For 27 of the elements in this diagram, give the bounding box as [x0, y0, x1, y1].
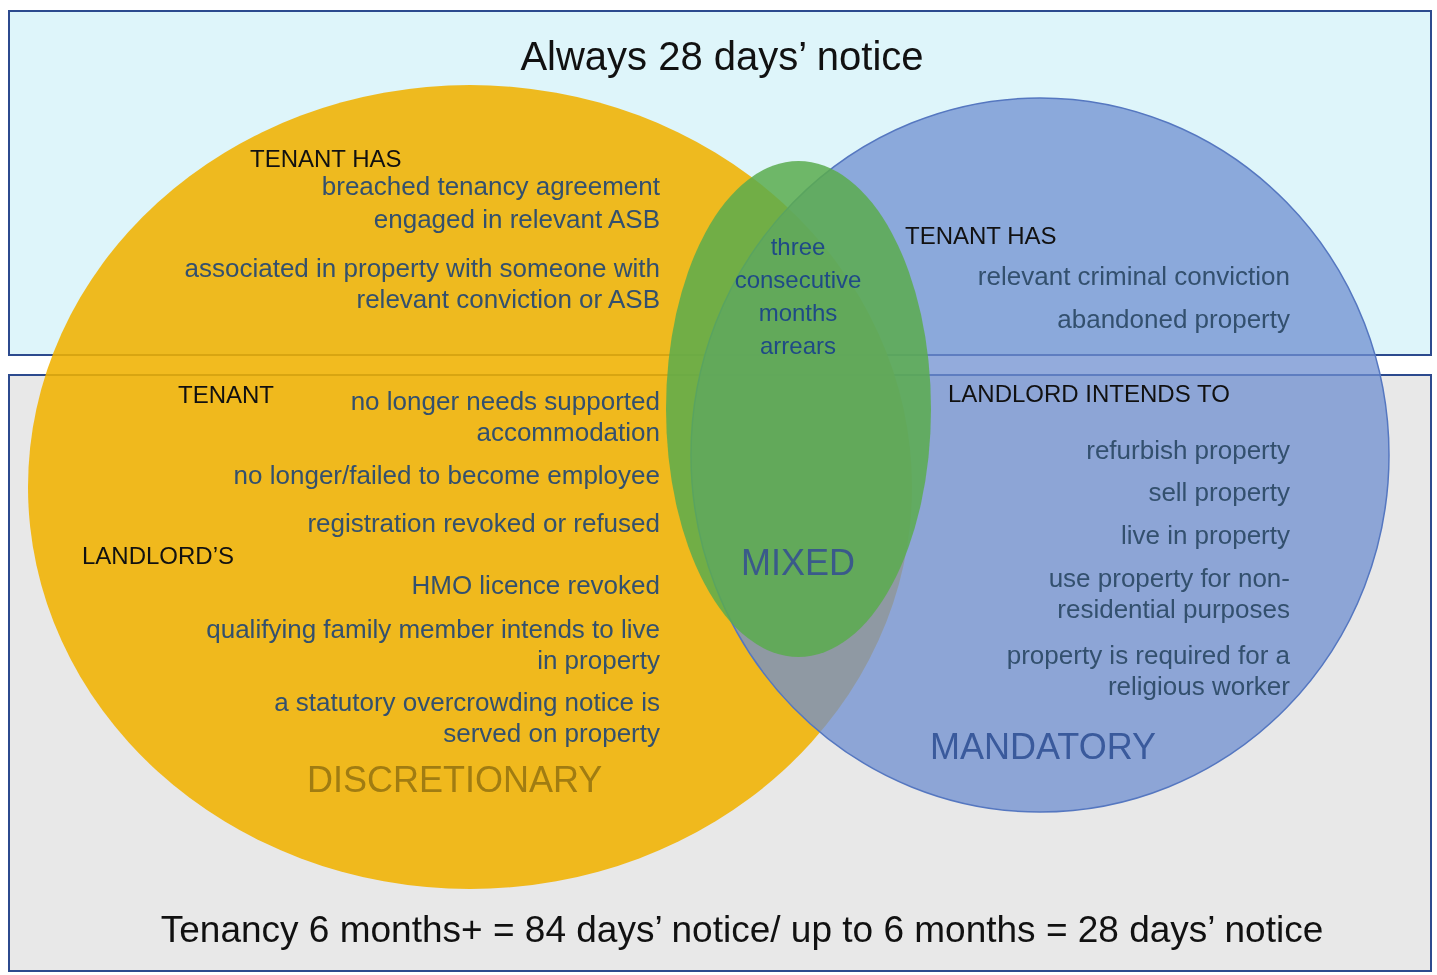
reason-text: live in property — [1119, 520, 1290, 551]
reason-text: no longer needs supported accommodation — [349, 386, 660, 448]
group-heading: LANDLORD INTENDS TO — [948, 379, 1231, 409]
band-heading: Tenancy 6 months+ = 84 days’ notice/ up to 6 months = 28 days’ notice — [159, 908, 1325, 952]
category-label: DISCRETIONARY — [307, 758, 604, 802]
reason-text: no longer/failed to become employee — [232, 460, 660, 491]
reason-text: registration revoked or refused — [306, 508, 660, 539]
group-heading: LANDLORD’S — [82, 541, 236, 571]
reason-text: sell property — [1147, 477, 1290, 508]
category-label: MANDATORY — [930, 725, 1158, 769]
reason-text: HMO licence revoked — [410, 570, 660, 601]
reason-text: qualifying family member intends to live in property — [205, 614, 660, 676]
reason-text: engaged in relevant ASB — [372, 204, 660, 235]
group-heading: TENANT HAS — [905, 221, 1058, 251]
reason-text: refurbish property — [1085, 435, 1290, 466]
reason-text: three consecutive months arrears — [733, 232, 863, 361]
reason-text: associated in property with someone with relevant conviction or ASB — [183, 253, 660, 315]
reason-text: property is required for a religious worker — [1005, 640, 1290, 702]
reason-text: a statutory overcrowding notice is served on property — [273, 687, 660, 749]
reason-text: abandoned property — [1056, 304, 1290, 335]
band-heading: Always 28 days’ notice — [519, 34, 925, 78]
category-label: MIXED — [740, 541, 856, 585]
reason-text: breached tenancy agreement — [320, 171, 660, 202]
group-heading: TENANT — [178, 380, 275, 410]
group-heading: TENANT HAS — [250, 144, 403, 174]
reason-text: relevant criminal conviction — [976, 261, 1290, 292]
reason-text: use property for non-residential purposes — [1047, 563, 1290, 625]
